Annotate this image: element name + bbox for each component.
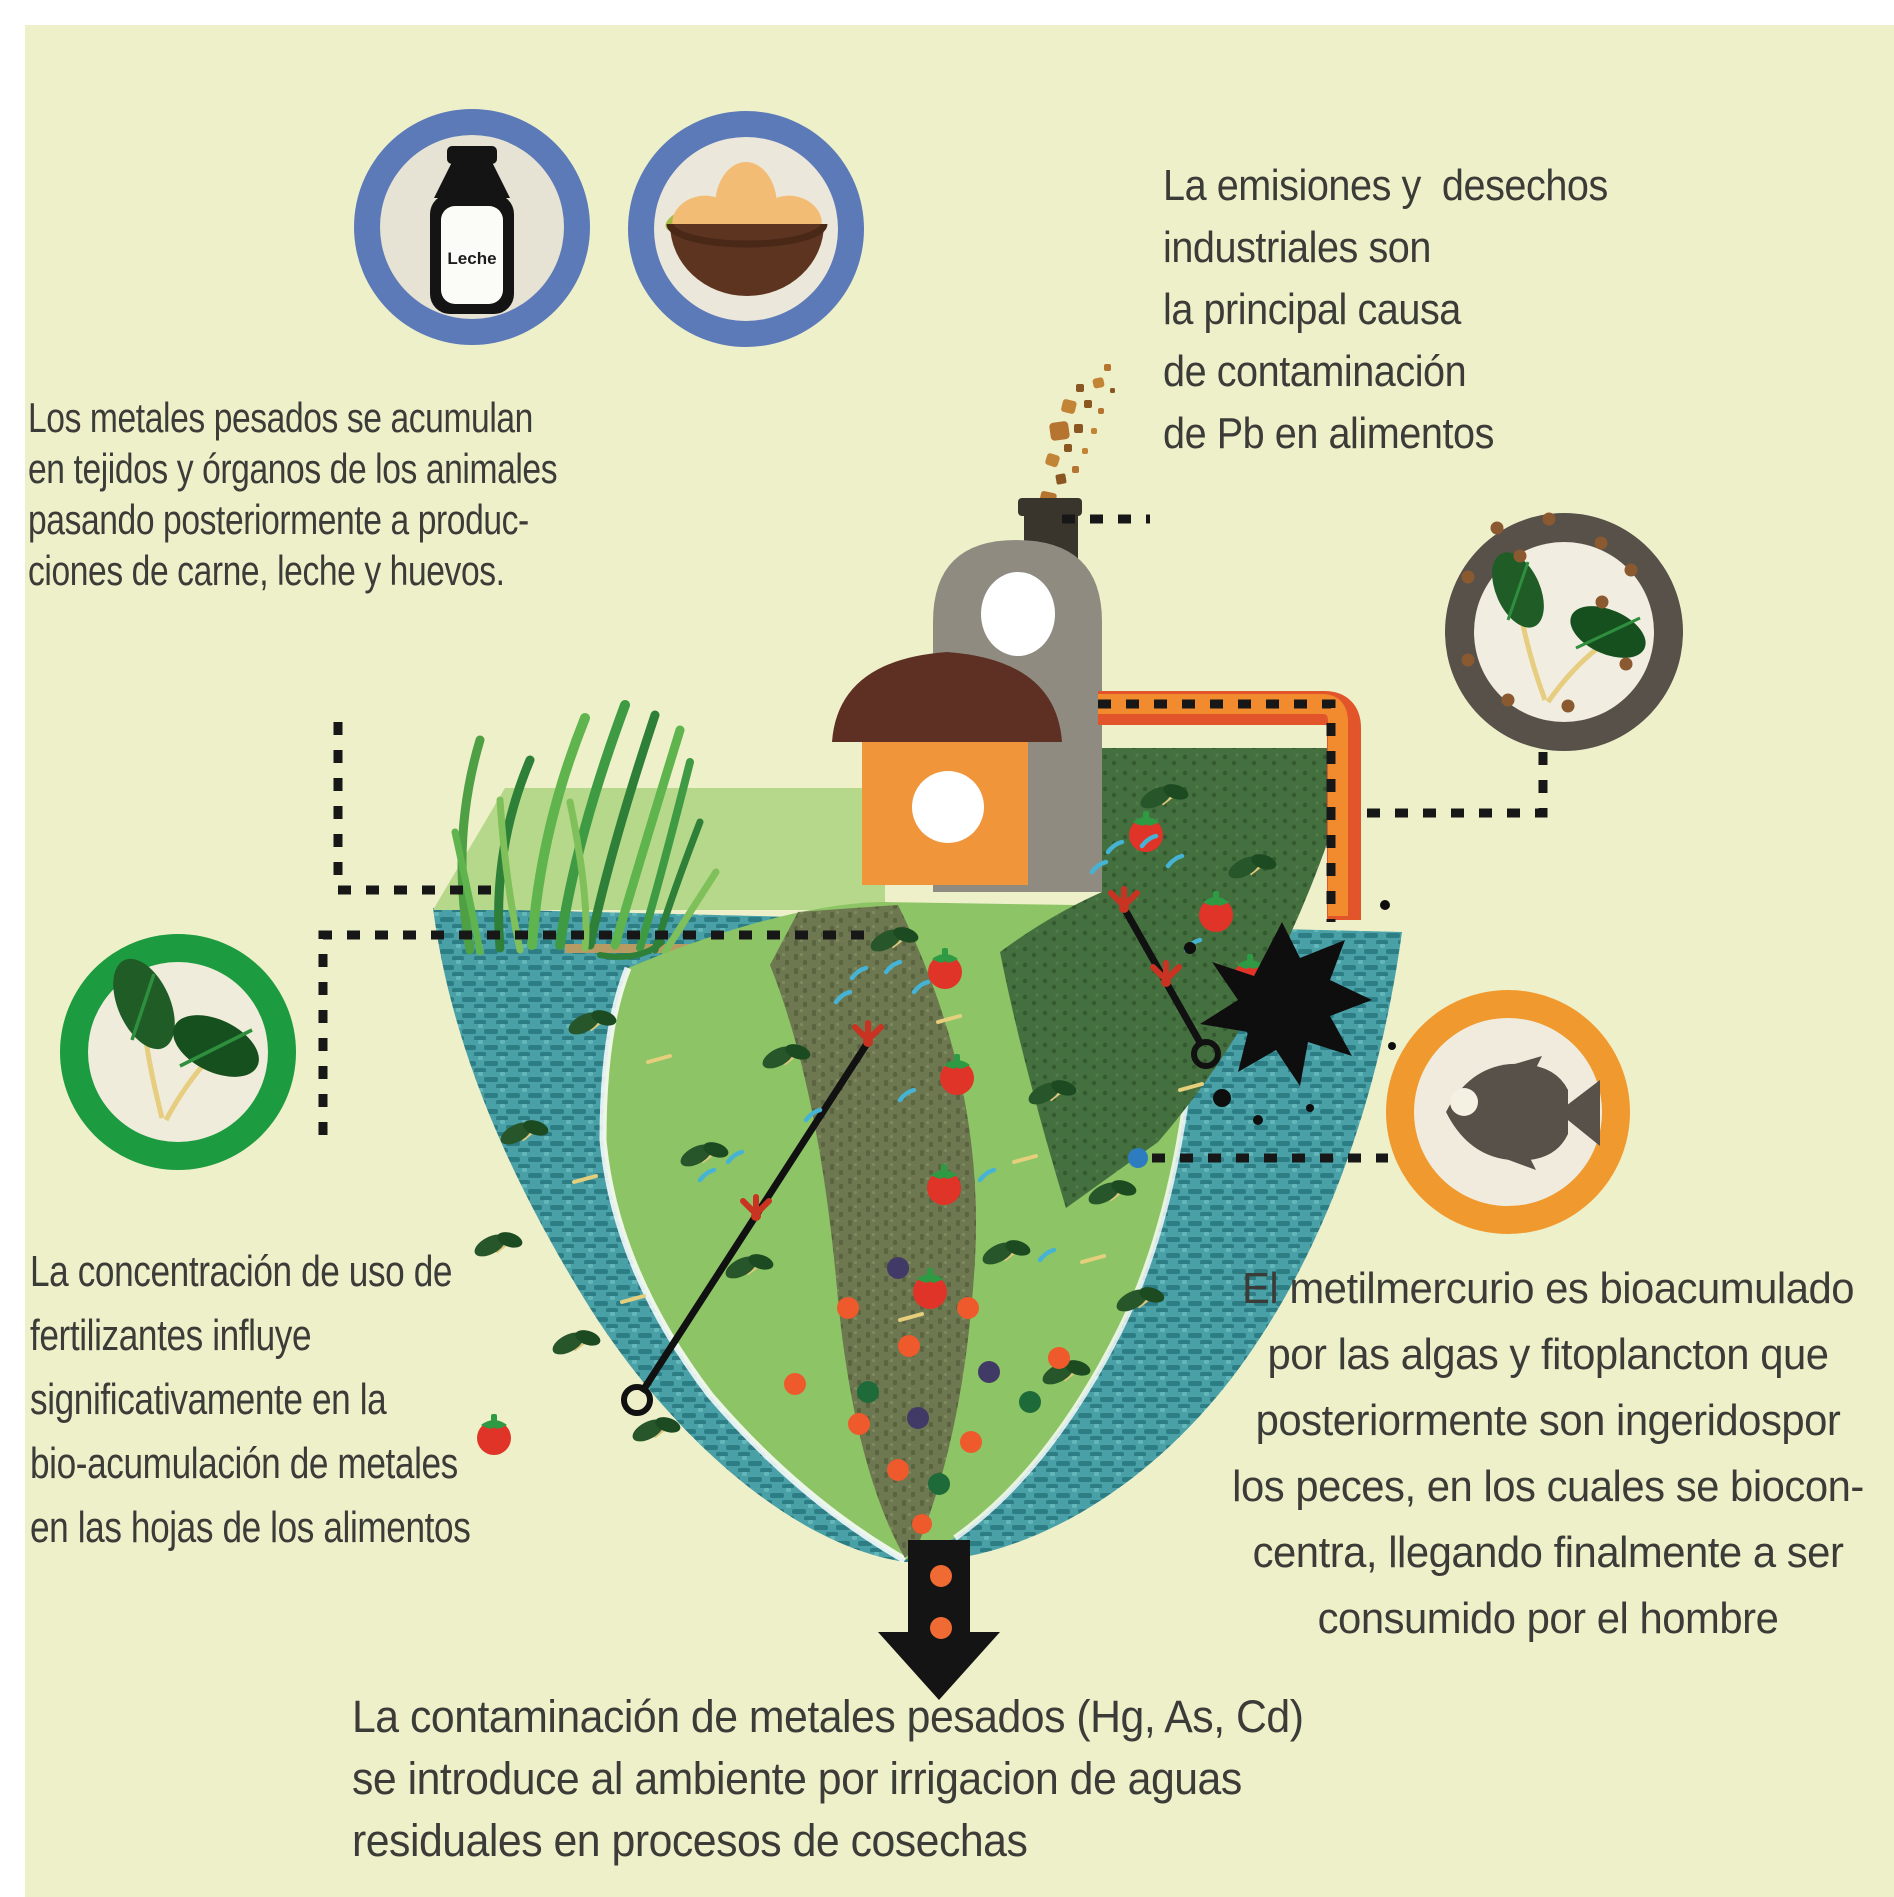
caption-line: residuales en procesos de cosechas xyxy=(352,1815,1028,1866)
connector-grass xyxy=(333,722,505,895)
caption-fertilizers: La concentración de uso de fertilizantes… xyxy=(30,1240,471,1560)
connector-plate xyxy=(1352,752,1548,818)
milk-bottle-icon: Leche xyxy=(430,146,514,314)
caption-line: centra, llegando finalmente a ser xyxy=(1252,1528,1844,1577)
chimney-smoke xyxy=(1039,364,1115,507)
factory-window xyxy=(981,572,1055,656)
caption-line: de Pb en alimentos xyxy=(1163,409,1494,458)
caption-line: pasando posteriormente a produc- xyxy=(28,496,529,543)
caption-line: La contaminación de metales pesados (Hg,… xyxy=(352,1691,1304,1742)
waste-pipe xyxy=(1098,691,1361,922)
house-window xyxy=(912,771,984,843)
connector-fertilizer xyxy=(318,930,868,1135)
caption-line: significativamente en la xyxy=(30,1375,387,1424)
caption-line: Los metales pesados se acumulan xyxy=(28,394,533,441)
leaf-plate-icon xyxy=(1461,512,1646,713)
caption-line: La concentración de uso de xyxy=(30,1247,453,1296)
crop-fields xyxy=(599,748,1348,1564)
fish-icon xyxy=(1446,1056,1600,1170)
caption-line: industriales son xyxy=(1163,223,1431,272)
egg-bowl-icon xyxy=(665,162,828,296)
caption-line: bio-acumulación de metales xyxy=(30,1439,458,1488)
mercury-dot xyxy=(1128,1148,1148,1168)
milk-label: Leche xyxy=(447,249,496,268)
caption-line: en tejidos y órganos de los animales xyxy=(28,445,558,492)
caption-line: de contaminación xyxy=(1163,347,1467,396)
caption-line: fertilizantes influye xyxy=(30,1311,312,1360)
plowed-strip xyxy=(770,905,977,1558)
caption-line: por las algas y fitoplancton que xyxy=(1267,1330,1829,1379)
caption-line: los peces, en los cuales se biocon- xyxy=(1232,1462,1864,1511)
caption-line: ciones de carne, leche y huevos. xyxy=(28,547,505,594)
seed-dots xyxy=(1461,512,1638,713)
caption-line: consumido por el hombre xyxy=(1317,1594,1779,1643)
house-icon xyxy=(832,652,1062,885)
milk-circle: Leche xyxy=(354,109,590,345)
sprinkler-right xyxy=(1111,889,1221,1069)
sprinkler-left xyxy=(621,1023,881,1416)
caption-animal-products: Los metales pesados se acumulan en tejid… xyxy=(28,392,558,596)
caption-line: se introduce al ambiente por irrigacion … xyxy=(352,1753,1242,1804)
caption-wastewater: La contaminación de metales pesados (Hg,… xyxy=(352,1686,1304,1872)
house-roof xyxy=(832,652,1062,742)
caption-line: La emisiones y desechos xyxy=(1163,161,1608,210)
fertilizer-circle xyxy=(60,934,296,1170)
plate-circle xyxy=(1445,512,1683,751)
fertilizer-leaves-icon xyxy=(113,958,259,1122)
caption-line: la principal causa xyxy=(1163,285,1461,334)
down-arrow-icon xyxy=(878,1540,1000,1700)
caption-industrial-emissions: La emisiones y desechos industriales son… xyxy=(1163,155,1608,465)
pipe-flow-dots xyxy=(1098,699,1336,922)
eggs-circle xyxy=(628,111,864,347)
caption-methylmercury: El metilmercurio es bioacumulado por las… xyxy=(1208,1256,1888,1652)
caption-line: posteriormente son ingeridospor xyxy=(1255,1396,1841,1445)
caption-line: en las hojas de los alimentos xyxy=(30,1503,471,1552)
pollution-splat-icon xyxy=(1184,900,1396,1125)
caption-line: El metilmercurio es bioacumulado xyxy=(1241,1264,1855,1313)
fish-circle xyxy=(1386,990,1630,1234)
pollutant-dots xyxy=(784,1148,1148,1534)
